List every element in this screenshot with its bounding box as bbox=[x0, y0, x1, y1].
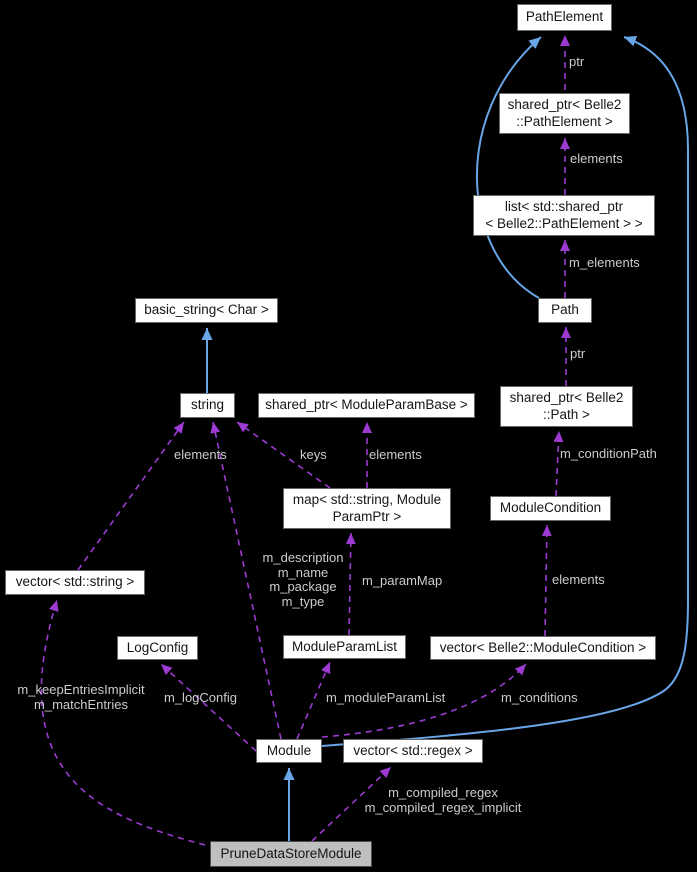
node-map-string-moduleparamptr[interactable]: map< std::string, Module ParamPtr > bbox=[283, 488, 451, 529]
edge-keys bbox=[236, 421, 331, 489]
node-shared-ptr-pathelement[interactable]: shared_ptr< Belle2 ::PathElement > bbox=[499, 93, 630, 134]
node-shared-ptr-moduleparambase[interactable]: shared_ptr< ModuleParamBase > bbox=[258, 393, 475, 418]
node-moduleparamlist[interactable]: ModuleParamList bbox=[283, 635, 406, 659]
node-logconfig[interactable]: LogConfig bbox=[117, 636, 198, 660]
node-list-shared-ptr-pathelement[interactable]: list< std::shared_ptr < Belle2::PathElem… bbox=[473, 195, 655, 236]
node-vector-regex[interactable]: vector< std::regex > bbox=[343, 739, 483, 763]
edge-m-parammap bbox=[345, 532, 356, 636]
edge-m-compiledregex bbox=[311, 766, 392, 842]
edge-m-conditionpath bbox=[553, 430, 564, 497]
node-modulecondition[interactable]: ModuleCondition bbox=[490, 496, 611, 521]
node-string[interactable]: string bbox=[180, 393, 235, 418]
edge-m-logconfig bbox=[160, 663, 257, 752]
node-shared-ptr-path[interactable]: shared_ptr< Belle2 ::Path > bbox=[500, 386, 633, 427]
edge-inherit-path-pathelement bbox=[475, 36, 542, 299]
edge-elements-left bbox=[77, 421, 185, 571]
edge-m-conditions bbox=[321, 663, 527, 738]
node-vector-string[interactable]: vector< std::string > bbox=[5, 570, 145, 595]
node-module[interactable]: Module bbox=[256, 739, 322, 763]
edge-m-moduleparamlist bbox=[296, 661, 331, 740]
edge-module-members bbox=[210, 421, 282, 740]
edge-m-keepentries bbox=[40, 599, 206, 846]
node-pathelement[interactable]: PathElement bbox=[517, 4, 612, 31]
node-basic-string-char[interactable]: basic_string< Char > bbox=[135, 298, 278, 323]
node-vector-modulecondition[interactable]: vector< Belle2::ModuleCondition > bbox=[430, 636, 656, 660]
edge-elements-right bbox=[541, 524, 552, 637]
node-path[interactable]: Path bbox=[538, 298, 592, 323]
node-prunedatastoremodule: PruneDataStoreModule bbox=[210, 841, 372, 867]
edge-inherit-module-pathelement bbox=[321, 35, 689, 747]
